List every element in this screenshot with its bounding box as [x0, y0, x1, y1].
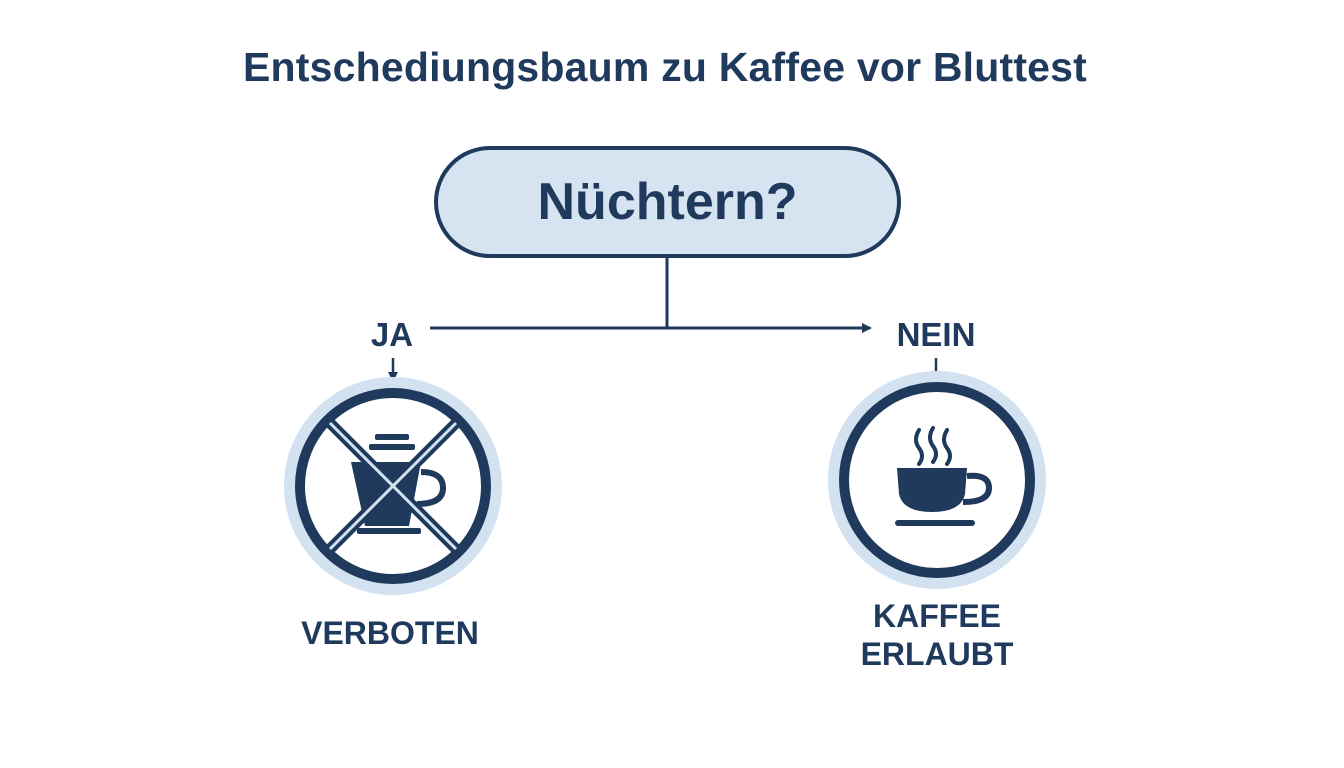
outcome-no-line2: ERLAUBT — [860, 636, 1014, 673]
outcome-no-label: KAFFEE ERLAUBT — [820, 597, 1054, 674]
decision-question: Nüchtern? — [537, 173, 798, 231]
diagram-title: Entschediungsbaum zu Kaffee vor Bluttest — [242, 44, 1088, 90]
coffee-cup-icon — [827, 370, 1047, 590]
branch-label-yes: JA — [370, 316, 414, 353]
no-coffee-icon — [283, 376, 503, 596]
branch-label-no: NEIN — [896, 316, 976, 353]
outcome-yes-label: VERBOTEN — [301, 615, 479, 651]
outcome-no-line1: KAFFEE — [873, 598, 1001, 634]
decision-node: Nüchtern? — [434, 146, 901, 258]
